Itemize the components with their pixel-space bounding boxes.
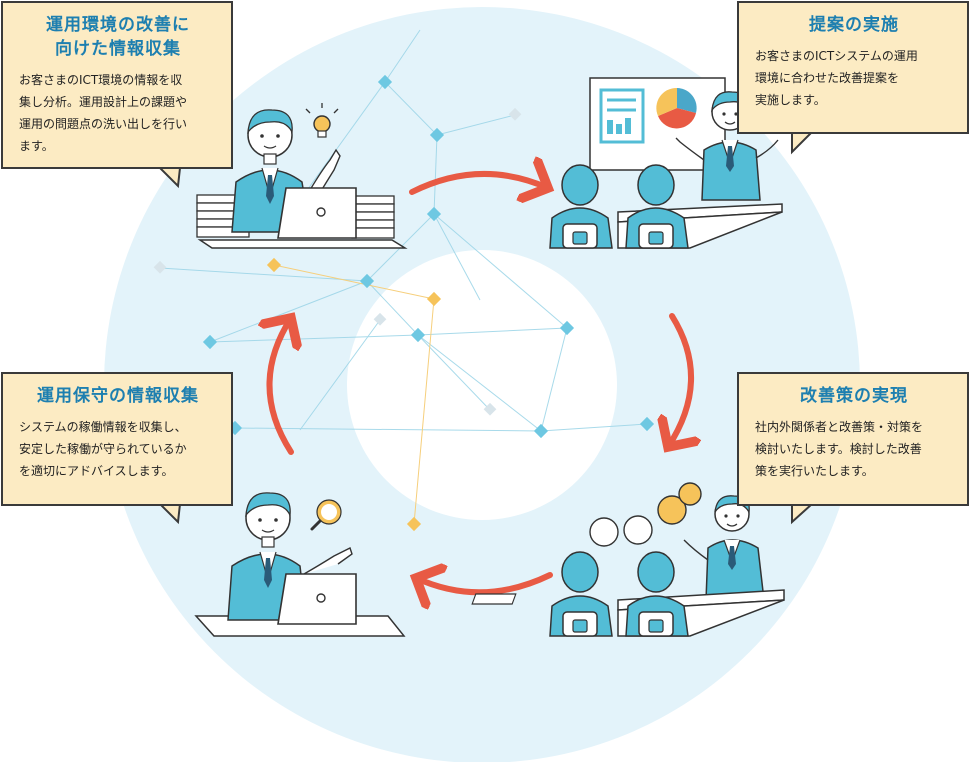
callout-step-info-gathering: 運用環境の改善に 向けた情報収集 お客さまのICT環境の情報を収 集し分析。運用…	[1, 1, 233, 169]
cycle-arrows	[270, 174, 692, 592]
callout-title: 改善策の実現	[800, 386, 908, 406]
scene-analyst-documents	[196, 109, 408, 249]
pie-chart-icon	[656, 87, 697, 129]
callout-step-implementation: 改善策の実現 社内外関係者と改善策・対策を 検討いたします。検討した改善 策を実…	[737, 372, 969, 506]
speech-bubble-icon	[589, 482, 702, 547]
scene-presentation	[549, 77, 783, 249]
network-nodes	[153, 74, 655, 532]
slide-document-graphic	[599, 88, 645, 144]
callout-title: 提案の実施	[809, 15, 899, 35]
lightbulb-icon	[305, 103, 339, 138]
arrow-step4-to-step1	[270, 318, 292, 455]
callout-step-proposal: 提案の実施 お客さまのICTシステムの運用 環境に合わせた改善提案を 実施します…	[737, 1, 969, 134]
arrow-step3-to-step4	[416, 575, 553, 592]
magnifier-icon	[310, 499, 342, 531]
callout-title: 運用保守の情報収集	[37, 386, 199, 406]
callout-step-maintenance: 運用保守の情報収集 システムの稼働情報を収集し、 安定した稼働が守られているか …	[1, 372, 233, 506]
network-pattern	[159, 29, 648, 432]
audience-member-2	[625, 164, 689, 249]
callout-title: 運用環境の改善に 向けた情報収集	[46, 15, 190, 59]
document-stack-right	[351, 195, 395, 239]
attendee-2	[625, 551, 689, 637]
attendee-1	[549, 551, 613, 637]
network-pattern-orange	[273, 264, 435, 525]
scene-meeting	[471, 482, 785, 637]
scene-maintenance	[194, 492, 406, 637]
arrow-step2-to-step3	[668, 313, 691, 447]
audience-member-1	[549, 164, 613, 249]
arrow-step1-to-step2	[409, 174, 548, 192]
